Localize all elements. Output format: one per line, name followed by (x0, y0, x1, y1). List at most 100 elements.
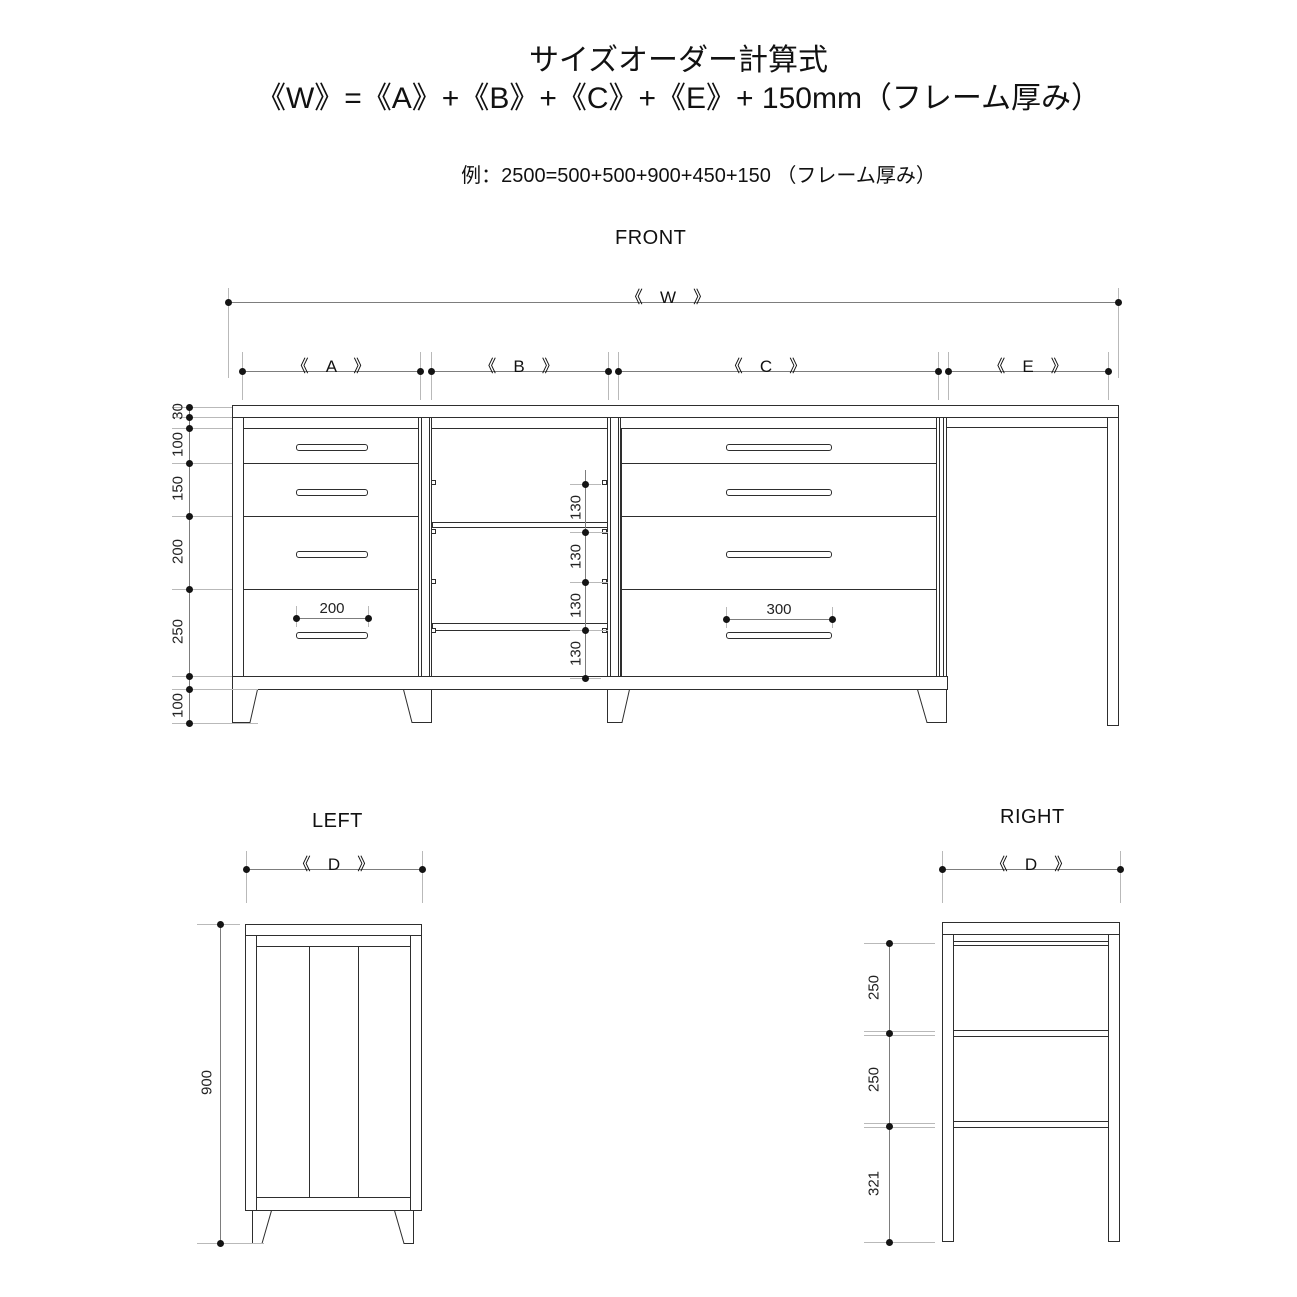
right-top-panel (942, 922, 1120, 935)
left-dim-900-ext-bottom (197, 1243, 264, 1244)
front-right-leg (1107, 417, 1119, 726)
left-dim-900-dot-bottom (217, 1240, 224, 1247)
left-dim-d-dot-right (419, 866, 426, 873)
front-dim-e-label: 《 E 》 (988, 357, 1068, 376)
front-dim-w-label: 《 W 》 (625, 288, 711, 307)
front-b-shelfpin-r2 (602, 529, 607, 534)
front-dim-a-line (242, 371, 420, 372)
front-hchain-dot-1 (186, 404, 193, 411)
right-chain-ext-3a (864, 1123, 935, 1124)
right-chain-label-3: 321 (865, 1170, 883, 1197)
front-b-shelfpin-r1 (602, 480, 607, 485)
front-a-drawer-2-handle (296, 489, 368, 496)
front-hchain-dot-3 (186, 425, 193, 432)
front-dim-c-dot-right (935, 368, 942, 375)
right-rail-top (953, 941, 1109, 946)
front-dim-e-ext-right (1108, 352, 1109, 400)
front-leg-3 (607, 689, 630, 723)
front-dim-b-label: 《 B 》 (479, 357, 559, 376)
right-view-title: RIGHT (1000, 806, 1065, 828)
right-chain-ext-4 (864, 1242, 935, 1243)
front-hchain-dot-2 (186, 414, 193, 421)
left-leg-back (394, 1210, 414, 1244)
front-dim-c-label: 《 C 》 (725, 357, 807, 376)
right-chain-dot-1 (886, 940, 893, 947)
front-dim-b-dot-left (428, 368, 435, 375)
front-dim-e-line (948, 371, 1108, 372)
front-dim-w-dot-right (1115, 299, 1122, 306)
front-dim-w-ext-left (228, 288, 229, 378)
front-leg-2 (403, 689, 432, 723)
right-chain-label-2: 250 (865, 1066, 883, 1093)
formula-example: 例：2500=500+500+900+450+150 （フレーム厚み） (461, 165, 936, 187)
left-front-stile (245, 935, 257, 1211)
front-hchain-dot-8 (186, 686, 193, 693)
right-chain-ext-2b (864, 1035, 935, 1036)
right-chain-dot-2 (886, 1030, 893, 1037)
front-hchain-ext-6 (172, 589, 232, 590)
front-dim-w-ext-right (1118, 288, 1119, 378)
front-leg-4 (917, 689, 947, 723)
front-c-drawer-2-handle (726, 489, 832, 496)
front-dim-c-ext-left (618, 352, 619, 400)
front-hchain-ext-9 (172, 723, 258, 724)
front-dim-e-dot-left (945, 368, 952, 375)
front-dim-c-dot-left (615, 368, 622, 375)
front-shelfchain-dot-3 (582, 579, 589, 586)
front-b-shelf-2 (432, 623, 608, 631)
right-chain-dot-4 (886, 1239, 893, 1246)
right-rail-middle (953, 1030, 1109, 1037)
right-dim-d-dot-right (1117, 866, 1124, 873)
front-c-drawer-3-handle (726, 551, 832, 558)
right-dim-d-label: 《 D 》 (990, 855, 1072, 874)
right-dim-d-ext-left (942, 851, 943, 903)
front-dim-b-line (431, 371, 608, 372)
right-back-leg (1108, 934, 1120, 1242)
right-dim-d-dot-left (939, 866, 946, 873)
front-dim-w-line (228, 302, 1118, 303)
front-handle-c-dim-label: 300 (766, 601, 792, 618)
right-front-leg (942, 934, 954, 1242)
front-post-ce-innerline-2 (943, 418, 944, 689)
front-dim-e-dot-right (1105, 368, 1112, 375)
front-a-drawer-4-handle (296, 632, 368, 639)
front-shelfchain-dot-2 (582, 529, 589, 536)
left-top-panel (245, 924, 422, 936)
front-shelfchain-ext-4 (570, 630, 608, 631)
front-handle-a-dim-line (296, 618, 368, 619)
front-shelfchain-dot-5 (582, 675, 589, 682)
left-dim-d-ext-left (246, 851, 247, 903)
front-dim-c-ext-right (938, 352, 939, 400)
front-dim-a-ext-right (420, 352, 421, 400)
front-view-title: FRONT (615, 227, 687, 249)
left-dim-d-dot-left (243, 866, 250, 873)
front-a-drawer-4 (243, 589, 419, 677)
front-hchain-dot-6 (186, 586, 193, 593)
front-hchain-dot-7 (186, 673, 193, 680)
page-title: サイズオーダー計算式 (528, 44, 829, 77)
front-post-bc-innerline-1 (610, 418, 611, 689)
left-panel-divider-2 (358, 946, 359, 1197)
front-dim-a-ext-left (242, 352, 243, 400)
front-dim-b-ext-right (608, 352, 609, 400)
front-hchain-ext-3 (172, 428, 232, 429)
front-c-drawer-1-handle (726, 444, 832, 451)
front-dim-b-dot-right (605, 368, 612, 375)
size-formula: 《W》=《A》+《B》+《C》+《E》+ 150mm（フレーム厚み） (255, 81, 1102, 115)
front-handle-a-dim-dot-left (293, 615, 300, 622)
front-shelfchain-line (585, 470, 586, 678)
right-rail-bottom (953, 1121, 1109, 1128)
front-handle-a-dim-label: 200 (319, 600, 345, 617)
front-shelfchain-ext-2 (570, 532, 608, 533)
front-b-shelfpin-r3 (602, 579, 607, 584)
front-post-ce-innerline-1 (939, 418, 940, 689)
right-chain-line (889, 943, 890, 1242)
front-hchain-ext-4 (172, 463, 232, 464)
front-handle-c-dim-dot-right (829, 616, 836, 623)
front-hchain-ext-2 (172, 417, 232, 418)
front-e-underside-line (947, 427, 1107, 428)
front-dim-b-ext-left (431, 352, 432, 400)
left-dim-900-line (220, 924, 221, 1243)
left-bottom-rail (256, 1197, 411, 1211)
